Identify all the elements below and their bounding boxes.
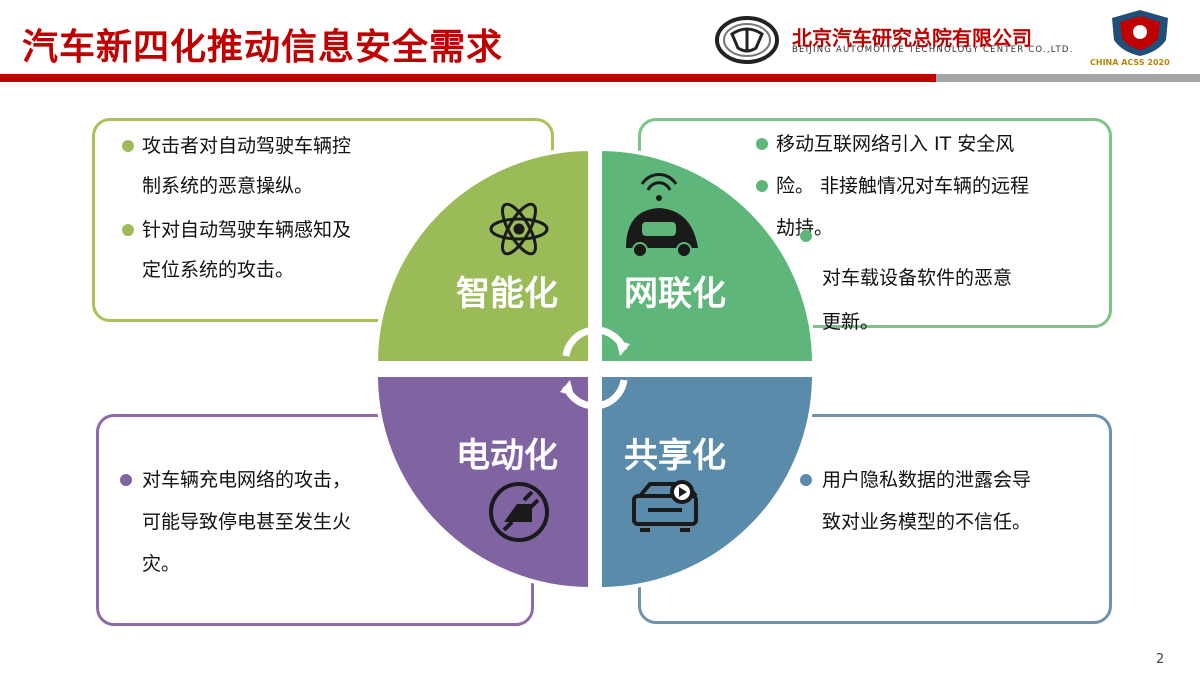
bullet-icon	[756, 138, 768, 150]
bullet-icon	[800, 474, 812, 486]
shared-label: 共享化	[624, 436, 726, 476]
conference-badge: CHINA ACSS 2020	[1088, 8, 1192, 74]
cycle-arrows-icon	[562, 326, 628, 410]
company-logo: 北京汽车研究总院有限公司 BEIJING AUTOMOTIVE TECHNOLO…	[712, 14, 1082, 66]
bullet-icon	[756, 180, 768, 192]
intelligent-line-3: 针对自动驾驶车辆感知及	[142, 219, 352, 241]
company-name-en: BEIJING AUTOMOTIVE TECHNOLOGY CENTER CO.…	[792, 45, 1074, 55]
bullet-icon	[800, 230, 812, 242]
electric-line-2: 可能导致停电甚至发生火	[142, 511, 352, 533]
bullet-icon	[120, 474, 132, 486]
shared-line-1: 用户隐私数据的泄露会导	[822, 469, 1032, 491]
intelligent-line-1: 攻击者对自动驾驶车辆控	[142, 135, 352, 157]
electric-line-3: 灾。	[142, 553, 181, 575]
shield-badge-icon	[1112, 10, 1168, 56]
connected-line-2: 险。 非接触情况对车辆的远程	[776, 175, 1030, 197]
company-name-cn: 北京汽车研究总院有限公司	[792, 26, 1032, 50]
connected-label: 网联化	[624, 274, 726, 314]
baic-emblem-icon	[715, 16, 779, 64]
connected-line-4: 对车载设备软件的恶意	[822, 267, 1013, 289]
intelligent-line-2: 制系统的恶意操纵。	[142, 175, 314, 197]
bullet-icon	[122, 140, 134, 152]
title-underline-red	[0, 74, 936, 82]
connected-line-3: 劫持。	[776, 217, 834, 239]
electric-label: 电动化	[456, 436, 558, 476]
page-number: 2	[1156, 652, 1165, 667]
electric-line-1: 对车辆充电网络的攻击，	[142, 469, 352, 491]
shared-line-2: 致对业务模型的不信任。	[822, 511, 1032, 533]
bullet-icon	[122, 224, 134, 236]
intelligent-label: 智能化	[456, 274, 558, 314]
slide-title: 汽车新四化推动信息安全需求	[22, 27, 504, 68]
connected-line-5: 更新。	[822, 311, 880, 333]
badge-caption: CHINA ACSS 2020	[1090, 58, 1170, 67]
intelligent-line-4: 定位系统的攻击。	[142, 259, 295, 281]
connected-line-1: 移动互联网络引入 IT 安全风	[776, 133, 1015, 155]
title-underline-gray	[936, 74, 1200, 82]
